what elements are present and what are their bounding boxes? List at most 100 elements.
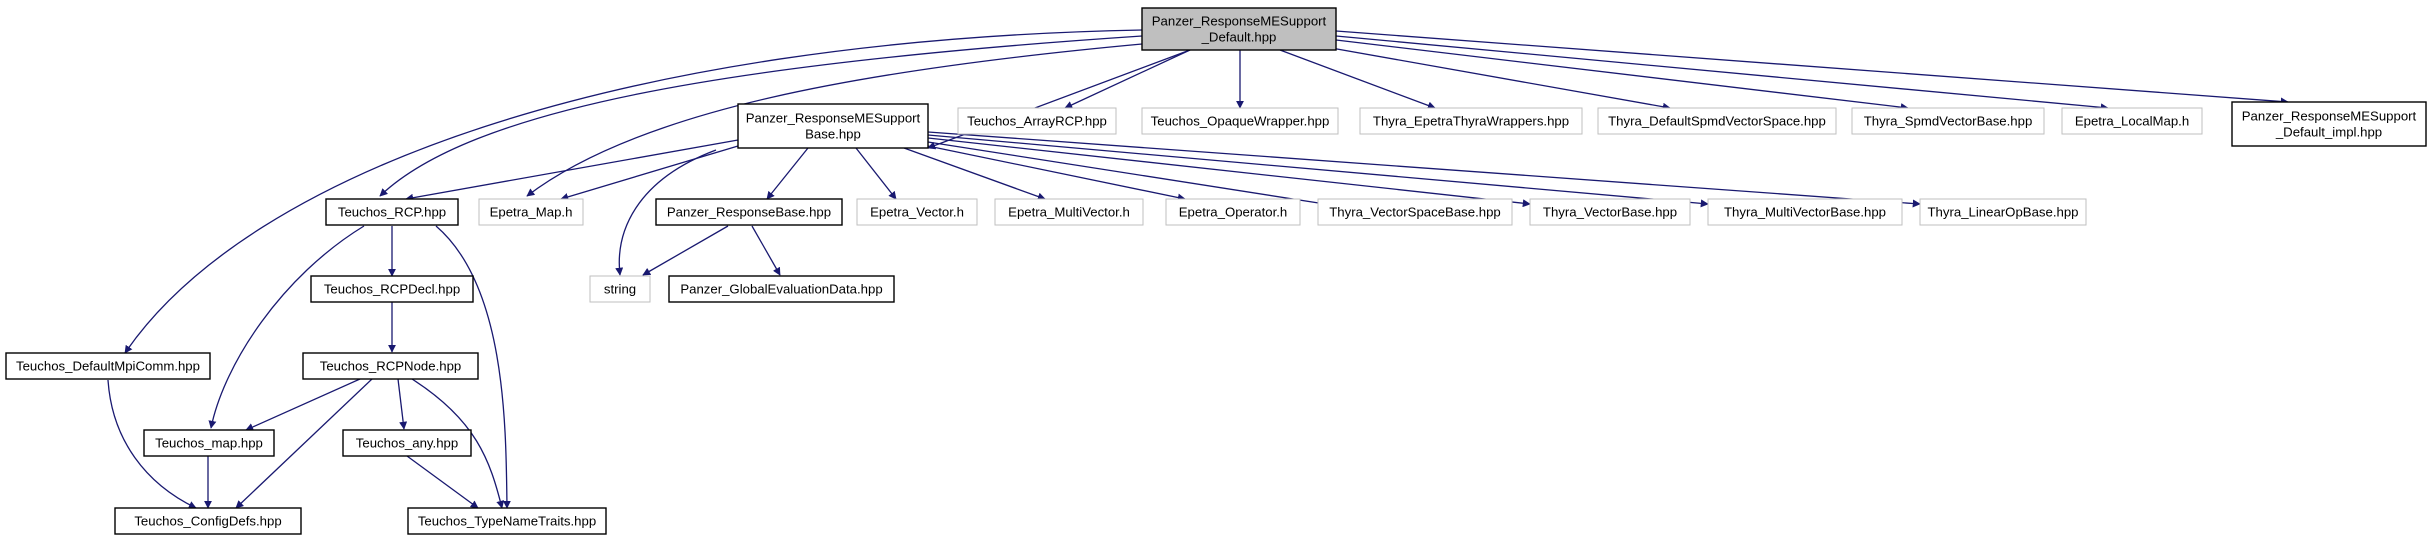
- node-box: [478, 198, 584, 226]
- node-label-line: Epetra_Operator.h: [1179, 205, 1288, 220]
- node-box: [1919, 198, 2087, 226]
- edge-rcp-to-map: [208, 225, 365, 429]
- edge-base-to-epmv: [903, 147, 1046, 201]
- node-box: [1597, 107, 1837, 135]
- node-box: [1165, 198, 1301, 226]
- edge-any-to-typename: [406, 455, 479, 509]
- node-box: [655, 198, 843, 226]
- node-arrayrcp: Teuchos_ArrayRCP.hpp: [957, 107, 1117, 135]
- edge-rcpnode-to-typename: [411, 378, 505, 509]
- node-box: [1529, 198, 1691, 226]
- node-lob: Thyra_LinearOpBase.hpp: [1919, 198, 2087, 226]
- node-label-line: Thyra_DefaultSpmdVectorSpace.hpp: [1608, 114, 1826, 129]
- node-spmdbase: Thyra_SpmdVectorBase.hpp: [1851, 107, 2045, 135]
- node-label-line: Thyra_EpetraThyraWrappers.hpp: [1373, 114, 1569, 129]
- node-box: [1851, 107, 2045, 135]
- node-label-line: Epetra_MultiVector.h: [1008, 205, 1130, 220]
- node-label-line: Teuchos_OpaqueWrapper.hpp: [1151, 114, 1330, 129]
- node-label-line: Teuchos_map.hpp: [155, 436, 263, 451]
- edge-base-to-string: [615, 149, 717, 276]
- node-box: [668, 275, 895, 303]
- edge-base-to-vsb: [927, 141, 1326, 207]
- node-box: [5, 352, 211, 380]
- node-label-line: string: [604, 282, 636, 297]
- node-string: string: [589, 275, 651, 303]
- node-config[interactable]: Teuchos_ConfigDefs.hpp: [114, 507, 302, 535]
- node-vsb: Thyra_VectorSpaceBase.hpp: [1317, 198, 1513, 226]
- node-epetrathyra: Thyra_EpetraThyraWrappers.hpp: [1359, 107, 1583, 135]
- node-label-line: Epetra_Map.h: [490, 205, 573, 220]
- node-typename[interactable]: Teuchos_TypeNameTraits.hpp: [407, 507, 607, 535]
- edge-mpicomm-to-config: [107, 379, 197, 509]
- node-box: [310, 275, 474, 303]
- node-vb: Thyra_VectorBase.hpp: [1529, 198, 1691, 226]
- node-label-line: Teuchos_RCP.hpp: [338, 205, 446, 220]
- node-label-line: Base.hpp: [805, 127, 861, 142]
- node-label-line: Panzer_GlobalEvaluationData.hpp: [680, 282, 882, 297]
- node-box: [1707, 198, 1903, 226]
- node-rcpdecl[interactable]: Teuchos_RCPDecl.hpp: [310, 275, 474, 303]
- edge-root-to-epmap: [526, 43, 1143, 197]
- node-box: [1317, 198, 1513, 226]
- edge-root-to-defspmd: [1319, 45, 1671, 111]
- node-label-line: Teuchos_ConfigDefs.hpp: [134, 514, 281, 529]
- edge-rcpnode-to-any: [397, 378, 408, 430]
- node-box: [407, 507, 607, 535]
- dependency-nodes: Panzer_ResponseMESupport_Default.hppPanz…: [5, 7, 2427, 535]
- edge-base-to-epvec: [855, 147, 897, 200]
- node-rcp[interactable]: Teuchos_RCP.hpp: [325, 198, 459, 226]
- node-label-line: Epetra_Vector.h: [870, 205, 964, 220]
- node-box: [302, 352, 479, 380]
- node-rcpnode[interactable]: Teuchos_RCPNode.hpp: [302, 352, 479, 380]
- node-box: [589, 275, 651, 303]
- node-mpicomm[interactable]: Teuchos_DefaultMpiComm.hpp: [5, 352, 211, 380]
- node-defspmd: Thyra_DefaultSpmdVectorSpace.hpp: [1597, 107, 1837, 135]
- node-label-line: Teuchos_RCPDecl.hpp: [324, 282, 460, 297]
- node-label-line: Teuchos_any.hpp: [356, 436, 458, 451]
- node-impl[interactable]: Panzer_ResponseMESupport_Default_impl.hp…: [2231, 101, 2427, 147]
- node-root[interactable]: Panzer_ResponseMESupport_Default.hpp: [1141, 7, 1337, 51]
- node-opaque: Teuchos_OpaqueWrapper.hpp: [1141, 107, 1339, 135]
- node-label-line: _Default.hpp: [1201, 30, 1277, 45]
- edge-root-to-impl: [1335, 30, 2289, 106]
- node-label-line: Thyra_VectorBase.hpp: [1543, 205, 1677, 220]
- node-respbase[interactable]: Panzer_ResponseBase.hpp: [655, 198, 843, 226]
- edge-base-to-rcp: [405, 139, 739, 202]
- node-epmap: Epetra_Map.h: [478, 198, 584, 226]
- node-mvb: Thyra_MultiVectorBase.hpp: [1707, 198, 1903, 226]
- node-box: [114, 507, 302, 535]
- node-any[interactable]: Teuchos_any.hpp: [342, 429, 472, 457]
- edge-respbase-to-string: [642, 225, 729, 276]
- node-box: [1141, 107, 1339, 135]
- edge-root-to-spmdbase: [1335, 39, 1909, 112]
- edge-rcpnode-to-map: [245, 378, 361, 431]
- node-map[interactable]: Teuchos_map.hpp: [143, 429, 275, 457]
- edge-base-to-vb: [927, 137, 1531, 208]
- node-label-line: Teuchos_RCPNode.hpp: [320, 359, 462, 374]
- node-label-line: Thyra_LinearOpBase.hpp: [1927, 205, 2078, 220]
- node-label-line: Panzer_ResponseMESupport: [1152, 14, 1327, 29]
- node-box: [2231, 101, 2427, 147]
- edge-rcpnode-to-config: [235, 378, 373, 509]
- edge-root-to-mpicomm: [124, 29, 1143, 354]
- edge-root-to-arrayrcp: [1064, 49, 1191, 109]
- node-box: [1359, 107, 1583, 135]
- node-label-line: Teuchos_DefaultMpiComm.hpp: [16, 359, 200, 374]
- node-box: [325, 198, 459, 226]
- edge-rcp-to-typename: [435, 225, 511, 509]
- edge-root-to-rcp: [379, 35, 1143, 197]
- node-box: [2061, 107, 2203, 135]
- node-label-line: Panzer_ResponseMESupport: [2242, 109, 2417, 124]
- node-label-line: Panzer_ResponseMESupport: [746, 111, 921, 126]
- node-epmv: Epetra_MultiVector.h: [994, 198, 1144, 226]
- edge-respbase-to-ged: [751, 225, 781, 276]
- node-label-line: _Default_impl.hpp: [2275, 125, 2382, 140]
- node-ged[interactable]: Panzer_GlobalEvaluationData.hpp: [668, 275, 895, 303]
- edge-base-to-respbase: [766, 147, 809, 200]
- node-box: [737, 103, 929, 149]
- dependency-edges: [107, 29, 2289, 509]
- edge-base-to-mvb: [927, 134, 1709, 208]
- node-localmap: Epetra_LocalMap.h: [2061, 107, 2203, 135]
